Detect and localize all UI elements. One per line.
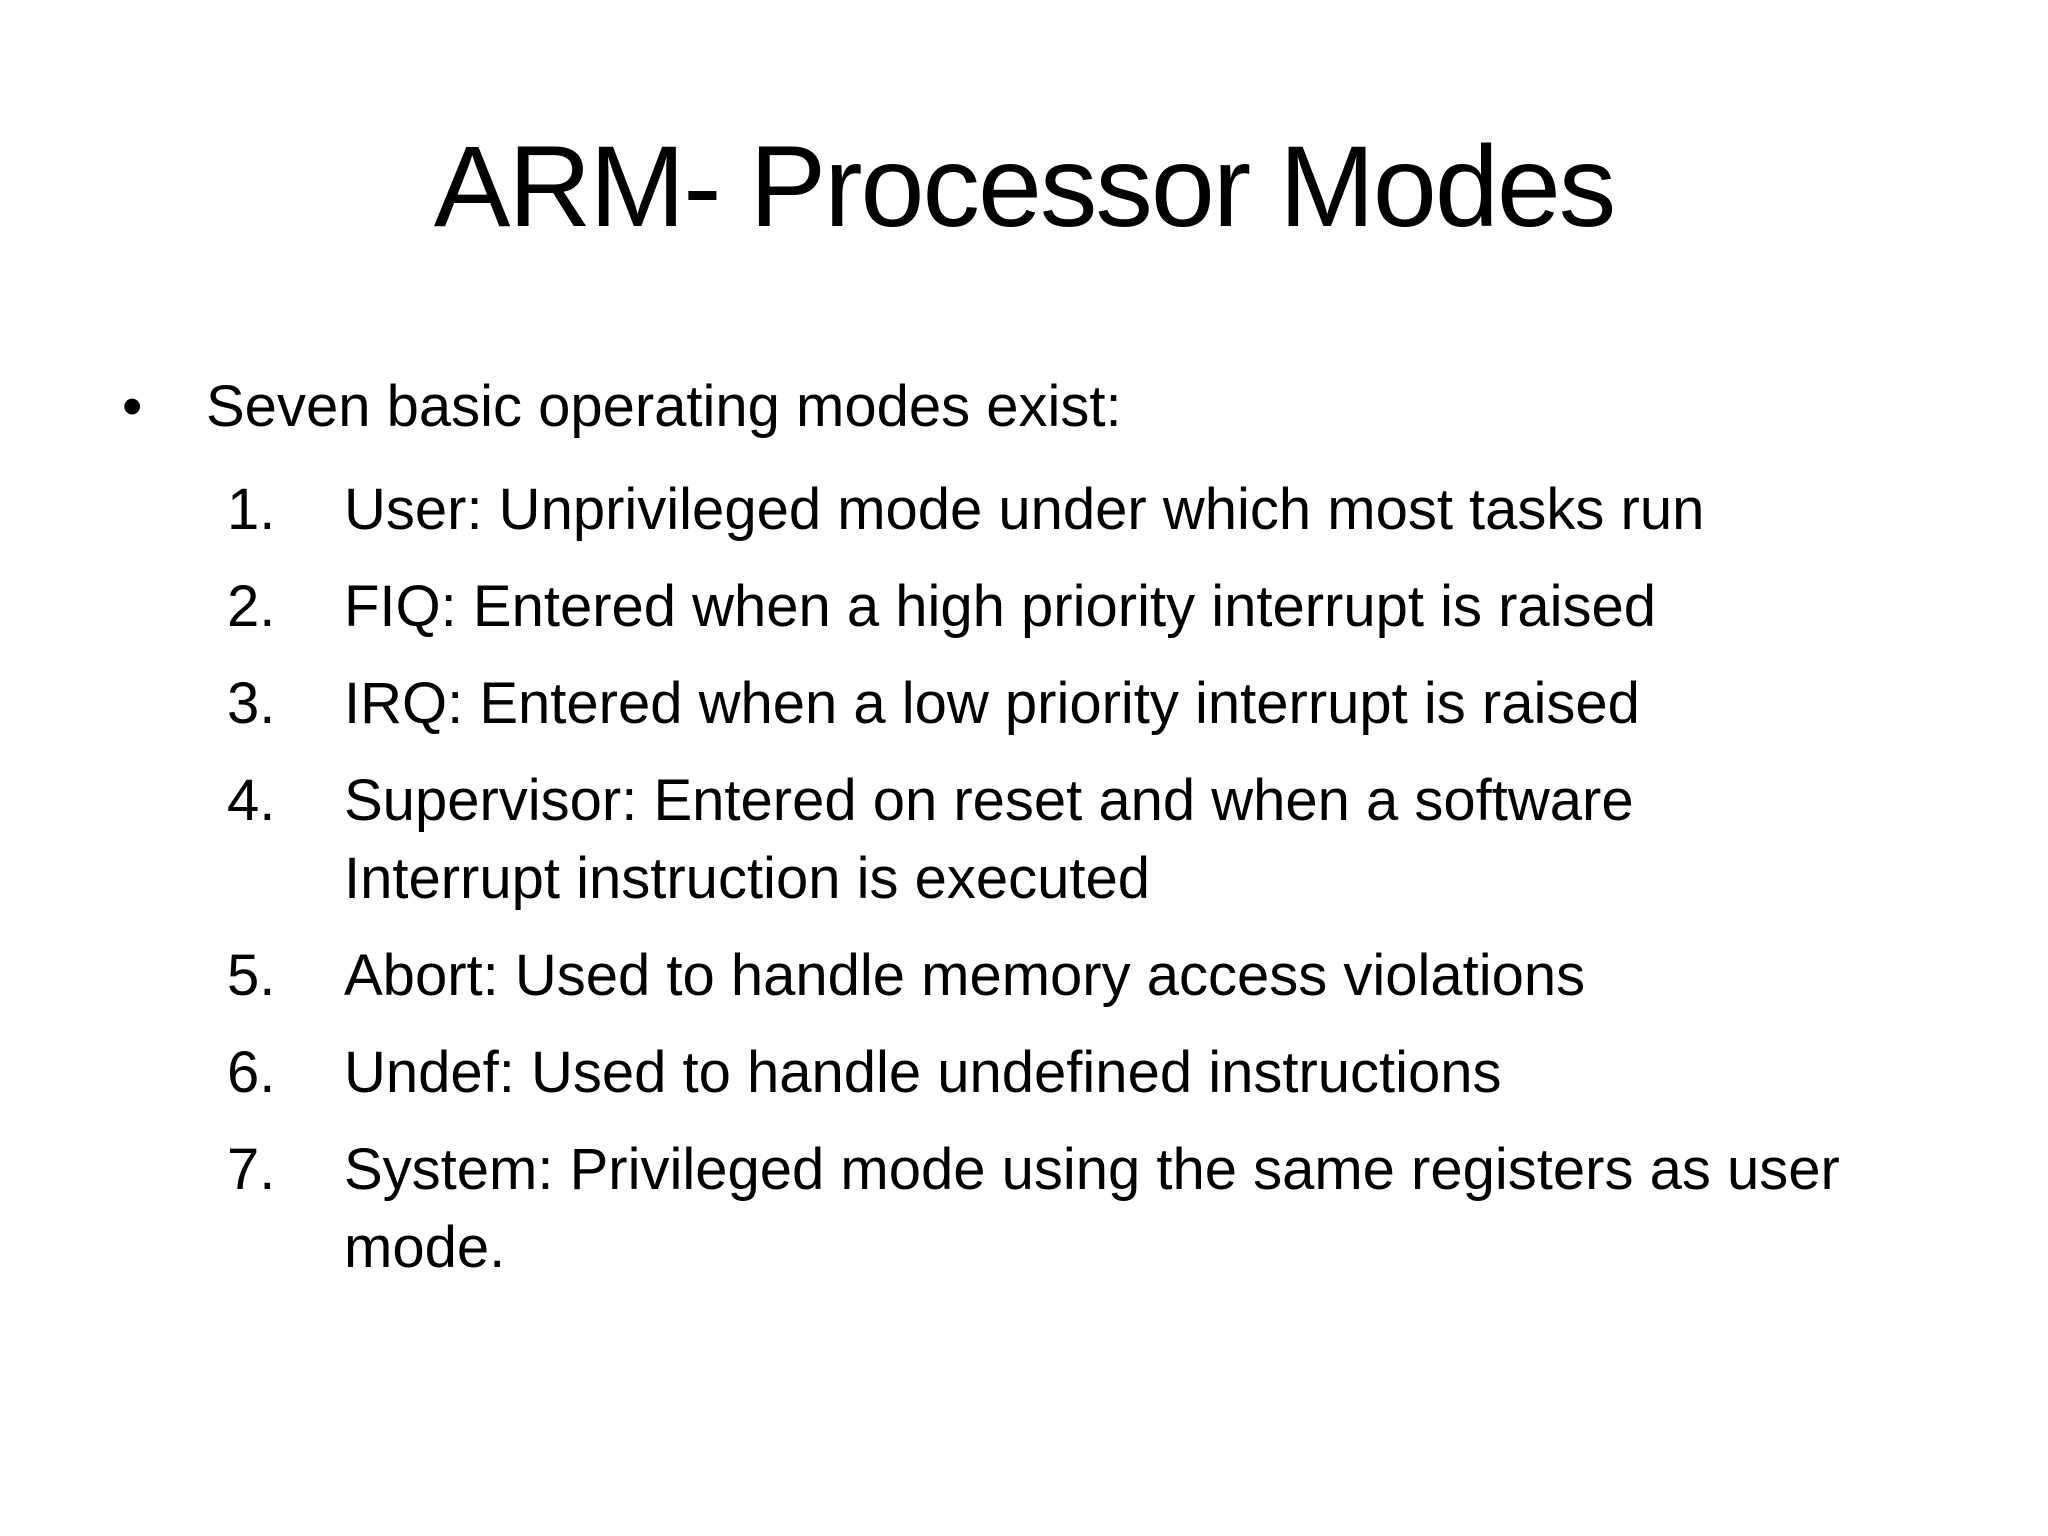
item-number: 4. <box>227 768 276 833</box>
item-number: 2. <box>227 574 276 639</box>
item-number: 6. <box>227 1040 276 1105</box>
list-item: 7. System: Privileged mode using the sam… <box>227 1131 1982 1287</box>
item-lines: Abort: Used to handle memory access viol… <box>344 937 1982 1015</box>
mode-list: 1. User: Unprivileged mode under which m… <box>227 471 1982 1287</box>
item-line: FIQ: Entered when a high priority interr… <box>344 574 1657 639</box>
item-line: IRQ: Entered when a low priority interru… <box>344 671 1640 736</box>
list-item: 5. Abort: Used to handle memory access v… <box>227 937 1982 1015</box>
item-lines: User: Unprivileged mode under which most… <box>344 471 1982 549</box>
item-lines: System: Privileged mode using the same r… <box>344 1131 1982 1287</box>
item-number: 1. <box>227 477 276 542</box>
item-line: Undef: Used to handle undefined instruct… <box>344 1040 1502 1105</box>
item-line: Supervisor: Entered on reset and when a … <box>344 768 1634 833</box>
bullet-row: • Seven basic operating modes exist: <box>122 368 1982 446</box>
item-number: 7. <box>227 1137 276 1202</box>
list-item: 2. FIQ: Entered when a high priority int… <box>227 568 1982 646</box>
item-number: 5. <box>227 943 276 1008</box>
item-lines: FIQ: Entered when a high priority interr… <box>344 568 1982 646</box>
item-lines: Undef: Used to handle undefined instruct… <box>344 1034 1982 1112</box>
item-lines: IRQ: Entered when a low priority interru… <box>344 665 1982 743</box>
bullet-icon: • <box>122 374 143 439</box>
list-item: 4. Supervisor: Entered on reset and when… <box>227 762 1982 918</box>
item-line: Interrupt instruction is executed <box>344 846 1150 911</box>
slide-title: ARM- Processor Modes <box>433 123 1617 251</box>
list-item: 1. User: Unprivileged mode under which m… <box>227 471 1982 549</box>
item-line: User: Unprivileged mode under which most… <box>344 477 1705 542</box>
item-line: System: Privileged mode using the same r… <box>344 1137 1840 1202</box>
slide-body: • Seven basic operating modes exist: 1. … <box>122 368 1982 1306</box>
item-number: 3. <box>227 671 276 736</box>
item-line: Abort: Used to handle memory access viol… <box>344 943 1586 1008</box>
list-item: 3. IRQ: Entered when a low priority inte… <box>227 665 1982 743</box>
item-line: mode. <box>344 1215 506 1280</box>
bullet-text: Seven basic operating modes exist: <box>206 374 1122 439</box>
item-lines: Supervisor: Entered on reset and when a … <box>344 762 1982 918</box>
list-item: 6. Undef: Used to handle undefined instr… <box>227 1034 1982 1112</box>
